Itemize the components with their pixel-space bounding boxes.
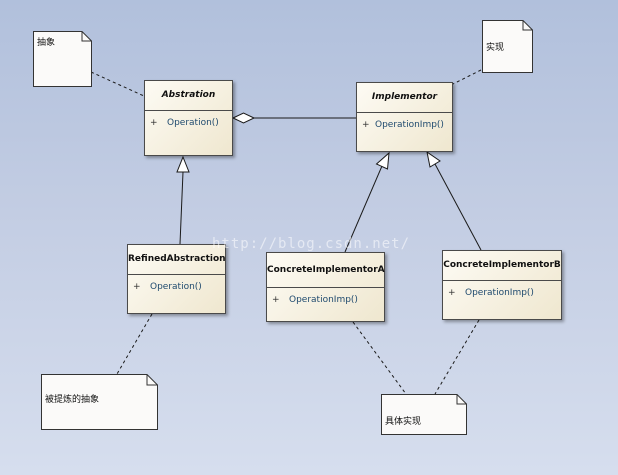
generalization-line-b: [434, 163, 482, 251]
operation-name: OperationImp(): [465, 288, 534, 298]
note-link-concrete-a: [352, 321, 407, 395]
note-implementor-text: 实现: [486, 43, 505, 53]
note-implementor: 实现: [482, 20, 533, 73]
operation-name: Operation(): [167, 118, 219, 128]
generalization-line-a: [344, 165, 383, 253]
note-refined: 被提炼的抽象: [41, 374, 158, 430]
note-shape: [41, 374, 158, 430]
operation-name: OperationImp(): [375, 120, 444, 130]
visibility-marker: +: [448, 288, 456, 298]
visibility-marker: +: [272, 295, 280, 305]
class-abstraction-operation: + Operation(): [145, 111, 232, 128]
visibility-marker: +: [362, 120, 370, 130]
operation-name: Operation(): [150, 282, 202, 292]
note-abstraction-text: 抽象: [37, 38, 56, 48]
class-implementor-operation: + OperationImp(): [357, 113, 452, 130]
generalization-arrow-refined: [176, 155, 190, 173]
note-abstraction: 抽象: [33, 31, 92, 87]
class-concrete-implementor-a-name: ConcreteImplementorA: [267, 253, 385, 288]
note-shape: [381, 394, 467, 435]
class-abstraction-name: Abstration: [145, 81, 232, 111]
class-implementor-name: Implementor: [357, 83, 452, 113]
operation-name: OperationImp(): [289, 295, 358, 305]
note-concrete-text: 具体实现: [385, 417, 422, 427]
class-concrete-implementor-a-operation: + OperationImp(): [267, 288, 384, 305]
class-refined-abstraction[interactable]: RefinedAbstraction + Operation(): [127, 244, 226, 314]
class-refined-abstraction-name: RefinedAbstraction: [128, 245, 226, 275]
class-concrete-implementor-a[interactable]: ConcreteImplementorA + OperationImp(): [266, 252, 385, 322]
note-concrete: 具体实现: [381, 394, 467, 435]
note-refined-text: 被提炼的抽象: [45, 395, 100, 405]
note-shape: [33, 31, 92, 87]
note-link-concrete-b: [434, 319, 480, 395]
generalization-line-refined: [179, 171, 184, 245]
note-link-implementor: [452, 69, 482, 85]
class-concrete-implementor-b-name: ConcreteImplementorB: [443, 251, 561, 281]
class-concrete-implementor-b[interactable]: ConcreteImplementorB + OperationImp(): [442, 250, 562, 320]
visibility-marker: +: [133, 282, 141, 292]
note-shape: [482, 20, 533, 73]
generalization-arrow-b: [426, 150, 441, 168]
class-refined-abstraction-operation: + Operation(): [128, 275, 225, 292]
class-concrete-implementor-b-operation: + OperationImp(): [443, 281, 561, 298]
class-abstraction[interactable]: Abstration + Operation(): [144, 80, 233, 156]
aggregation-diamond: [231, 112, 256, 124]
class-implementor[interactable]: Implementor + OperationImp(): [356, 82, 453, 152]
note-link-refined: [116, 313, 153, 375]
note-link-abstraction: [90, 71, 145, 97]
generalization-arrow-a: [375, 151, 390, 170]
visibility-marker: +: [150, 118, 158, 128]
watermark: http://blog.csdn.net/: [212, 236, 411, 252]
